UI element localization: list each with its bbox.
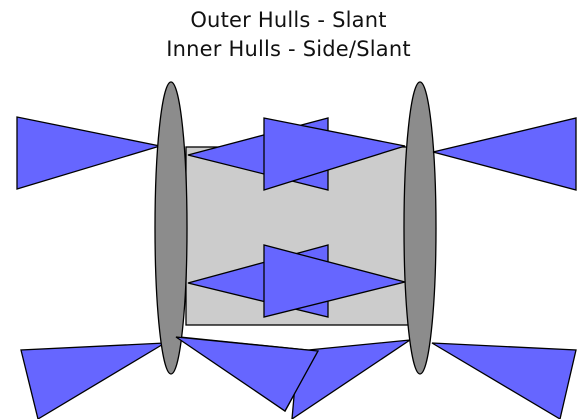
- ring-left: [154, 81, 188, 375]
- hull-inner-upper-front: [263, 117, 406, 191]
- title-line-inner-hulls: Inner Hulls - Side/Slant: [166, 37, 411, 61]
- hull-lower-right-outer: [431, 342, 577, 419]
- hull-inner-lower-front: [263, 244, 406, 318]
- diagram-title: Outer Hulls - Slant Inner Hulls - Side/S…: [0, 6, 577, 64]
- ring-right: [403, 81, 437, 375]
- hull-upper-left-outer: [16, 116, 161, 190]
- hull-upper-right-outer: [432, 117, 577, 191]
- title-line-outer-hulls: Outer Hulls - Slant: [190, 8, 387, 32]
- hull-lower-left-inner: [175, 336, 320, 412]
- hull-lower-left-outer: [20, 342, 166, 419]
